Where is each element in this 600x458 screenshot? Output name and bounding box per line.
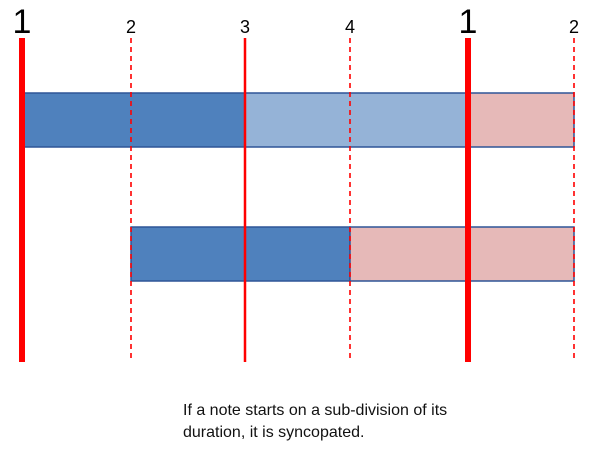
note-bars bbox=[21, 92, 575, 282]
beat-label-3: 3 bbox=[240, 17, 250, 37]
beat-label-5: 1 bbox=[459, 3, 478, 41]
beat-labels: 1 2 3 4 1 2 bbox=[13, 3, 579, 41]
caption-line-2: duration, it is syncopated. bbox=[183, 424, 365, 441]
beat-label-6: 2 bbox=[569, 17, 579, 37]
beat-label-4: 4 bbox=[345, 17, 355, 37]
caption: If a note starts on a sub-division of it… bbox=[183, 400, 563, 444]
note-1-segment-1 bbox=[21, 92, 246, 148]
beat-label-1: 1 bbox=[13, 3, 32, 41]
beat-label-2: 2 bbox=[126, 17, 136, 37]
caption-line-1: If a note starts on a sub-division of it… bbox=[183, 402, 448, 419]
note-2-segment-1 bbox=[130, 226, 351, 282]
beat-lines bbox=[19, 38, 575, 362]
note-2-segment-2 bbox=[349, 226, 575, 282]
note-1-segment-2 bbox=[244, 92, 469, 148]
note-1-segment-3 bbox=[467, 92, 575, 148]
